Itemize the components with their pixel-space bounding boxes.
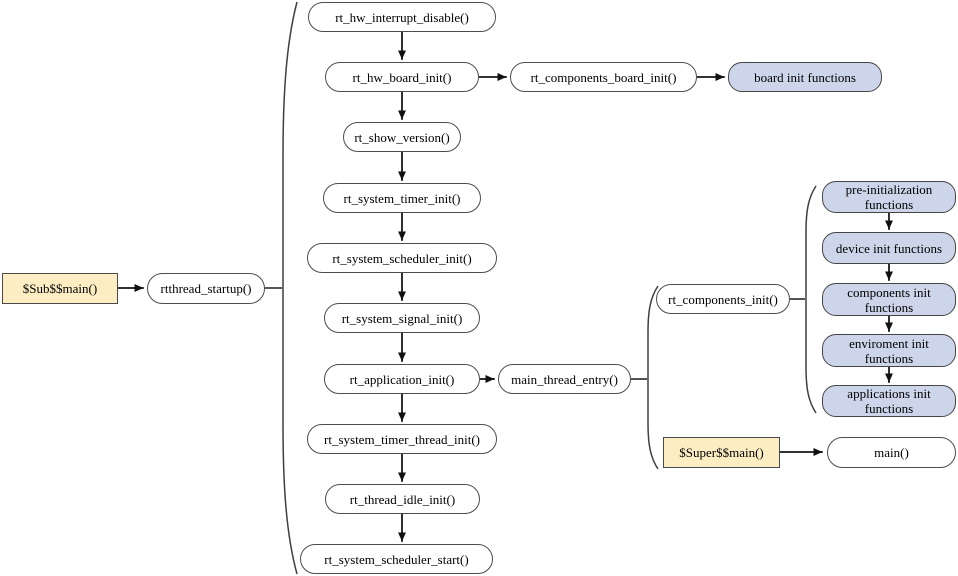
node-rt-hw-interrupt-disable: rt_hw_interrupt_disable() <box>308 2 496 32</box>
node-rt-components-board-init: rt_components_board_init() <box>510 62 697 92</box>
node-rt-system-scheduler-start: rt_system_scheduler_start() <box>300 544 493 574</box>
node-rt-application-init: rt_application_init() <box>324 364 480 394</box>
node-rt-system-timer-thread-init: rt_system_timer_thread_init() <box>307 424 497 454</box>
node-rt-show-version: rt_show_version() <box>343 122 461 152</box>
node-sub-main: $Sub$$main() <box>2 273 118 304</box>
node-main-thread-entry: main_thread_entry() <box>498 364 631 394</box>
node-super-main: $Super$$main() <box>663 437 780 468</box>
node-applications-init-functions: applications init functions <box>822 385 956 417</box>
node-rt-hw-board-init: rt_hw_board_init() <box>325 62 479 92</box>
node-board-init-functions: board init functions <box>728 62 882 92</box>
node-device-init-functions: device init functions <box>822 232 956 264</box>
entry-brace <box>647 285 659 470</box>
startup-brace <box>282 1 298 575</box>
node-rt-thread-idle-init: rt_thread_idle_init() <box>325 484 480 514</box>
node-rt-system-signal-init: rt_system_signal_init() <box>324 303 480 333</box>
node-rt-components-init: rt_components_init() <box>656 284 790 314</box>
components-brace <box>805 185 817 414</box>
brace-connectors <box>265 287 805 380</box>
node-enviroment-init-functions: enviroment init functions <box>822 334 956 367</box>
node-components-init-functions: components init functions <box>822 283 956 316</box>
node-rt-system-scheduler-init: rt_system_scheduler_init() <box>307 243 497 273</box>
node-rt-system-timer-init: rt_system_timer_init() <box>323 183 481 213</box>
node-pre-initialization-functions: pre-initialization functions <box>822 181 956 213</box>
node-rtthread-startup: rtthread_startup() <box>147 273 265 304</box>
node-main: main() <box>827 437 956 468</box>
